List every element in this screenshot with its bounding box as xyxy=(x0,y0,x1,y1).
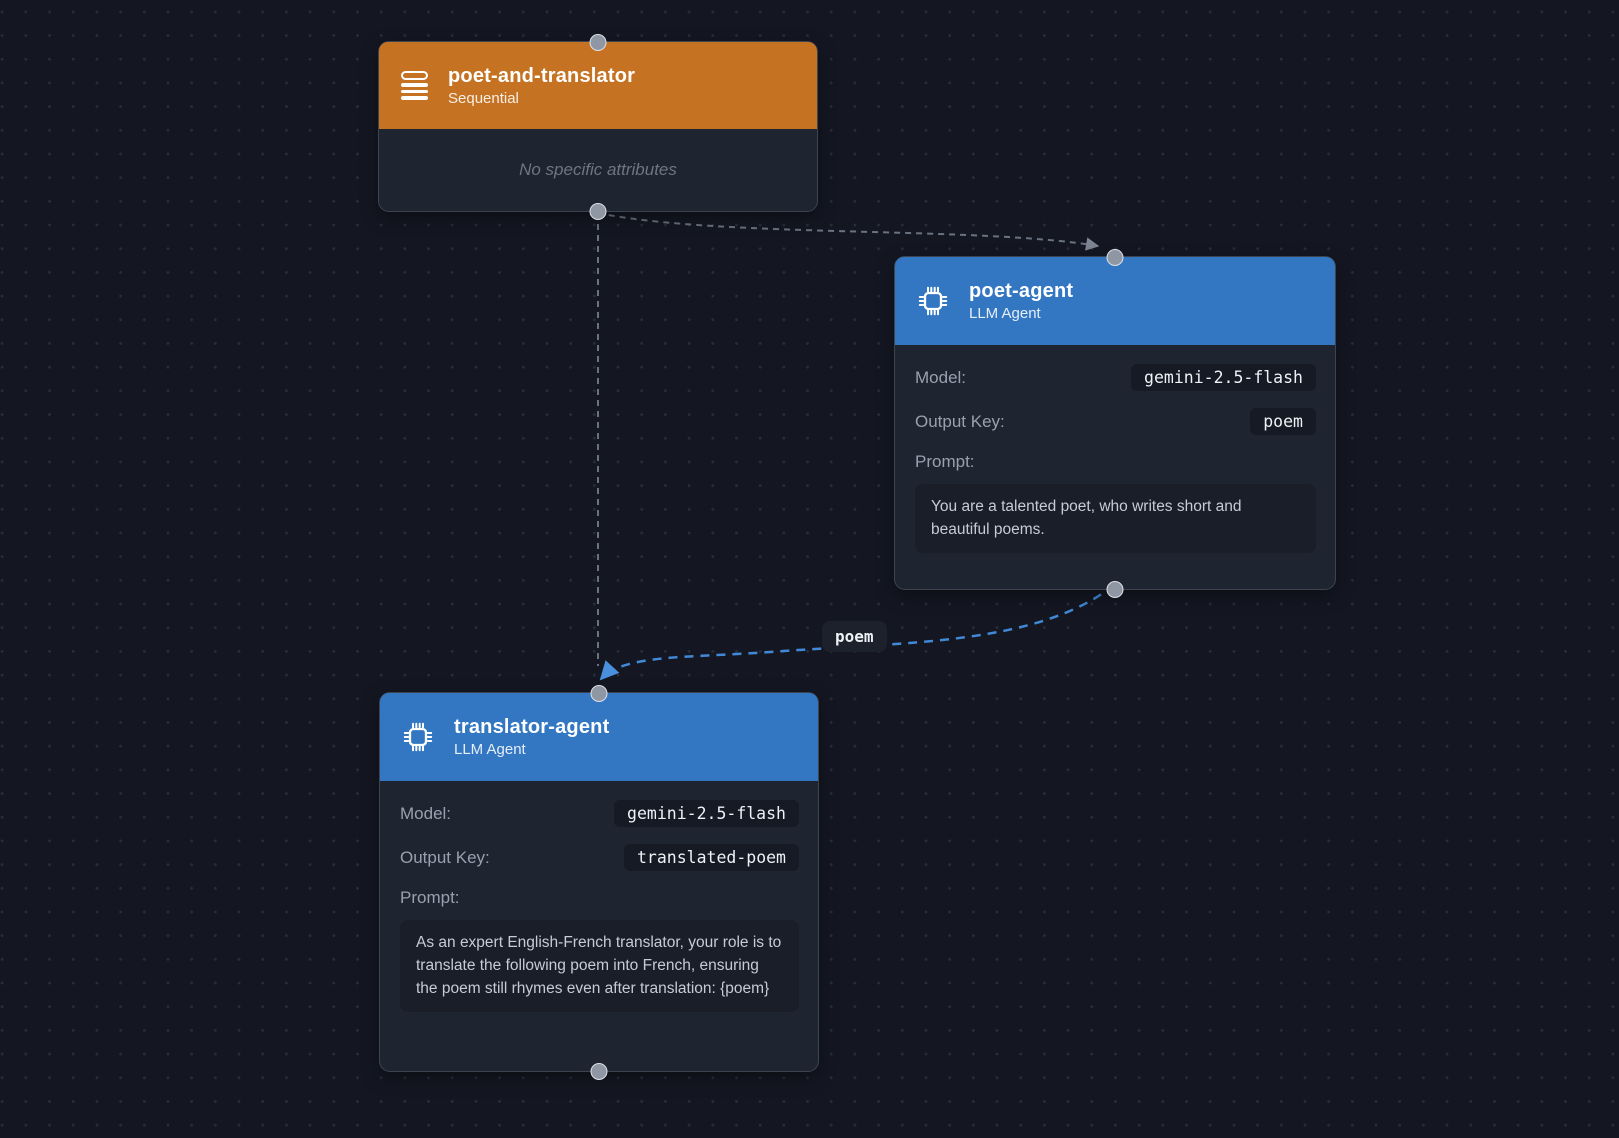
node-poet-agent[interactable]: poet-agent LLM Agent Model: gemini-2.5-f… xyxy=(894,249,1336,598)
edge-seq-to-poet xyxy=(597,212,1100,251)
output-key-row: Output Key: translated-poem xyxy=(400,844,799,871)
node-type-label: LLM Agent xyxy=(969,305,1041,322)
sequential-list-icon xyxy=(401,71,428,100)
node-title: poet-and-translator xyxy=(448,64,636,87)
node-body: Model: gemini-2.5-flash Output Key: tran… xyxy=(380,781,818,1030)
connection-handle-top[interactable] xyxy=(589,34,607,51)
chip-icon xyxy=(403,722,433,752)
model-row: Model: gemini-2.5-flash xyxy=(915,364,1316,391)
node-header: poet-agent LLM Agent xyxy=(895,257,1335,345)
node-type-label: LLM Agent xyxy=(454,741,526,758)
output-key-value: poem xyxy=(1250,408,1316,435)
model-label: Model: xyxy=(915,367,967,387)
output-key-label: Output Key: xyxy=(400,847,490,867)
prompt-text: You are a talented poet, who writes shor… xyxy=(915,484,1316,553)
prompt-label: Prompt: xyxy=(400,888,460,907)
prompt-text: As an expert English-French translator, … xyxy=(400,920,799,1012)
chip-icon xyxy=(918,286,948,316)
node-title: poet-agent xyxy=(969,280,1074,302)
node-header: translator-agent LLM Agent xyxy=(380,693,818,781)
node-body: No specific attributes xyxy=(379,129,817,211)
model-label: Model: xyxy=(400,803,452,823)
model-value: gemini-2.5-flash xyxy=(1131,364,1316,391)
connection-handle-top[interactable] xyxy=(590,685,608,702)
edge-label-poem: poem xyxy=(822,621,887,652)
model-value: gemini-2.5-flash xyxy=(614,800,799,827)
node-title: translator-agent xyxy=(454,716,610,738)
node-header: poet-and-translator Sequential xyxy=(379,42,817,129)
node-poet-and-translator[interactable]: poet-and-translator Sequential No specif… xyxy=(378,34,818,220)
connection-handle-bottom[interactable] xyxy=(589,203,607,220)
no-attributes-note: No specific attributes xyxy=(519,160,677,179)
connection-handle-bottom[interactable] xyxy=(590,1063,608,1080)
node-translator-agent[interactable]: translator-agent LLM Agent Model: gemini… xyxy=(379,685,819,1080)
output-key-row: Output Key: poem xyxy=(915,408,1316,435)
prompt-label: Prompt: xyxy=(915,452,975,471)
node-body: Model: gemini-2.5-flash Output Key: poem… xyxy=(895,345,1335,571)
connection-handle-bottom[interactable] xyxy=(1106,581,1124,598)
connection-handle-top[interactable] xyxy=(1106,249,1124,266)
node-type-label: Sequential xyxy=(448,89,519,107)
output-key-label: Output Key: xyxy=(915,411,1005,431)
output-key-value: translated-poem xyxy=(623,844,799,871)
model-row: Model: gemini-2.5-flash xyxy=(400,800,799,827)
